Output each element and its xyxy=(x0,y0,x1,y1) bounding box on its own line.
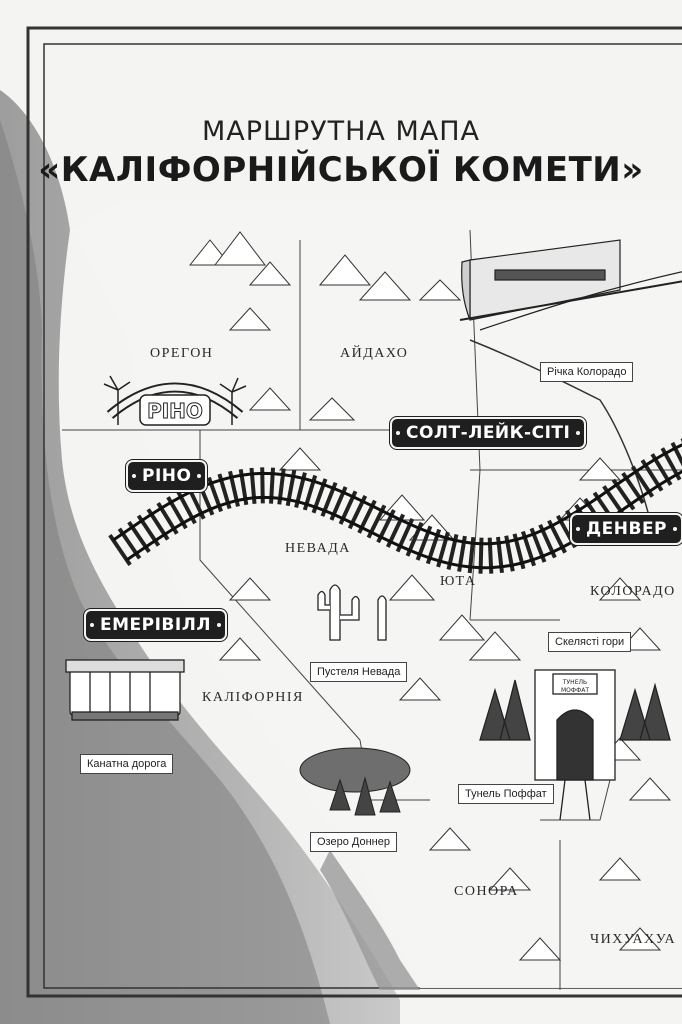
frame-inner xyxy=(43,43,682,989)
region-colorado: КОЛОРАДО xyxy=(590,584,676,599)
frame-outer xyxy=(26,26,682,998)
cable-car-illustration xyxy=(65,659,185,721)
region-idaho: АЙДАХО xyxy=(340,346,409,361)
region-chihuahua: ЧИХУАХУА xyxy=(590,932,677,947)
cactus-illustration xyxy=(317,584,387,641)
label-rocky-mountains: Скелясті гори xyxy=(548,632,632,652)
gulf xyxy=(320,850,420,990)
label-colorado-river: Річка Колорадо xyxy=(540,362,634,382)
station-reno: РІНО xyxy=(128,462,206,490)
map-title-line2: «КАЛІФОРНІЙСЬКОЇ КОМЕТИ» xyxy=(38,150,644,190)
colorado-river xyxy=(469,339,651,521)
reno-arch-text: РІНО xyxy=(147,399,203,423)
mountains xyxy=(188,231,672,961)
tunnel-illustration: ТУНЕЛЬ МОФФАТ xyxy=(479,669,671,821)
railway-rail xyxy=(112,443,682,546)
label-cable-car: Канатна дорога xyxy=(80,754,174,774)
label-donner-lake: Озеро Доннер xyxy=(310,832,397,852)
train-illustration xyxy=(459,239,682,331)
region-california: КАЛІФОРНІЯ xyxy=(202,690,304,705)
ocean-inner xyxy=(0,120,330,1024)
map-title-line1: МАРШРУТНА МАПА xyxy=(201,116,481,147)
region-nevada: НЕВАДА xyxy=(285,541,351,556)
station-denver: ДЕНВЕР xyxy=(572,515,682,543)
region-sonora: СОНОРА xyxy=(454,884,519,899)
label-nevada-desert: Пустеля Невада xyxy=(310,662,408,682)
region-oregon: ОРЕГОН xyxy=(150,346,214,361)
donner-lake-illustration xyxy=(299,747,411,816)
station-emeryville: ЕМЕРІВІЛЛ xyxy=(86,611,225,639)
label-moffat-tunnel: Тунель Поффат xyxy=(458,784,554,804)
station-salt-lake-city: СОЛТ-ЛЕЙК-СІТІ xyxy=(392,419,585,447)
reno-arch-illustration: РІНО xyxy=(103,375,247,426)
region-utah: ЮТА xyxy=(440,574,477,589)
tunnel-sign-line2: МОФФАТ xyxy=(561,687,589,694)
tunnel-sign-line1: ТУНЕЛЬ xyxy=(562,679,587,686)
